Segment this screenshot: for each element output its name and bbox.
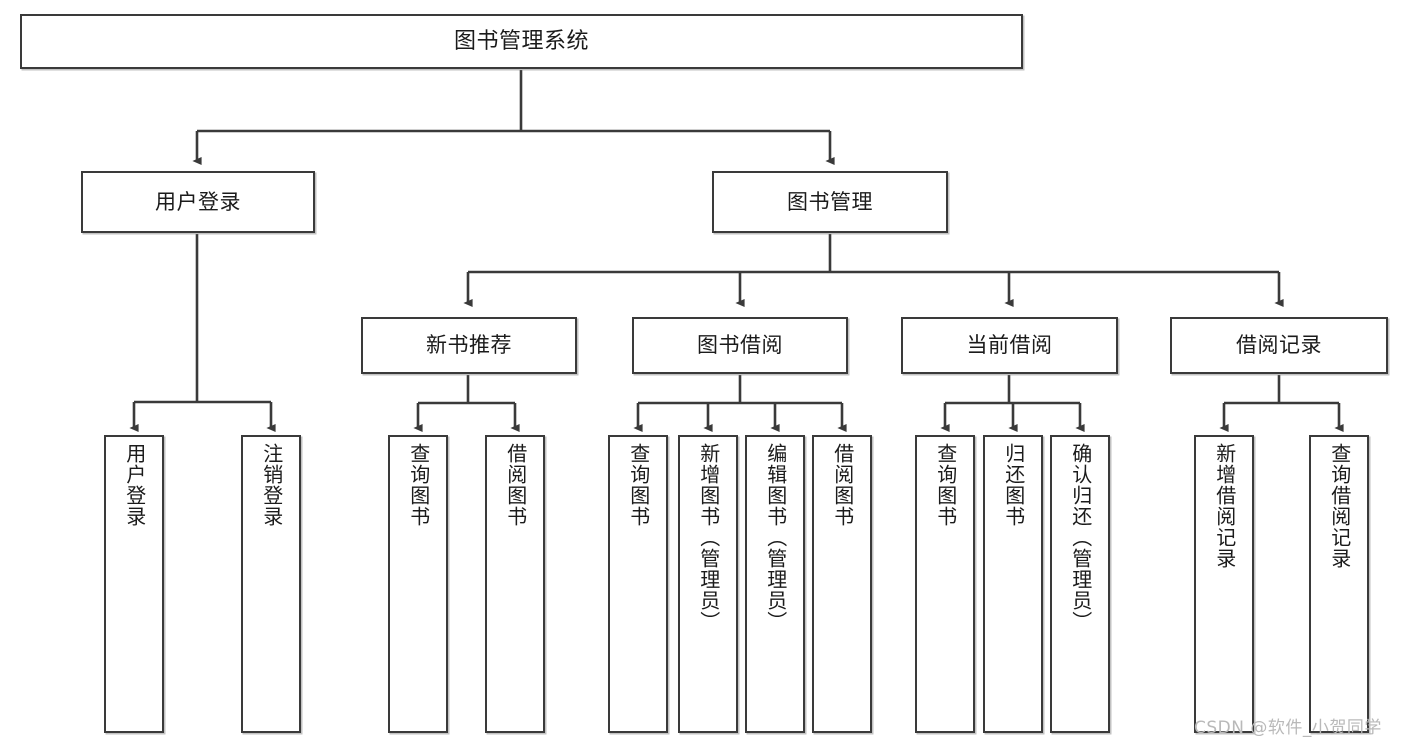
node-label: 归还图书 — [1001, 443, 1026, 527]
node-label: 用户登录 — [122, 443, 147, 527]
leaf-borrow-record-query-record[interactable]: 查询借阅记录 — [1309, 435, 1369, 733]
leaf-borrow-record-add-record[interactable]: 新增借阅记录 — [1194, 435, 1254, 733]
node-root-book-management-system[interactable]: 图书管理系统 — [20, 14, 1023, 69]
node-label: 图书管理 — [787, 189, 873, 214]
node-label: 注销登录 — [259, 443, 284, 527]
node-label: 确认归还（管理员） — [1068, 443, 1093, 632]
leaf-book-borrow-edit-book-admin[interactable]: 编辑图书（管理员） — [745, 435, 805, 733]
leaf-new-book-borrow-book[interactable]: 借阅图书 — [485, 435, 545, 733]
node-label: 借阅图书 — [830, 443, 855, 527]
leaf-book-borrow-add-book-admin[interactable]: 新增图书（管理员） — [678, 435, 738, 733]
node-label: 借阅记录 — [1236, 333, 1322, 358]
node-label: 新增图书（管理员） — [696, 443, 721, 632]
node-label: 查询借阅记录 — [1327, 443, 1352, 569]
node-label: 查询图书 — [406, 443, 431, 527]
leaf-new-book-query-book[interactable]: 查询图书 — [388, 435, 448, 733]
node-label: 用户登录 — [155, 189, 241, 214]
node-label: 编辑图书（管理员） — [763, 443, 788, 632]
leaf-user-login-login[interactable]: 用户登录 — [104, 435, 164, 733]
node-label: 新书推荐 — [426, 333, 512, 358]
node-new-book-recommend[interactable]: 新书推荐 — [361, 317, 577, 374]
node-label: 查询图书 — [933, 443, 958, 527]
leaf-user-login-logout[interactable]: 注销登录 — [241, 435, 301, 733]
node-label: 图书管理系统 — [453, 28, 589, 54]
node-label: 查询图书 — [626, 443, 651, 527]
node-label: 图书借阅 — [697, 333, 783, 358]
csdn-watermark: CSDN @软件_小贺同学 — [1194, 718, 1382, 738]
node-current-borrow[interactable]: 当前借阅 — [901, 317, 1118, 374]
node-label: 借阅图书 — [503, 443, 528, 527]
node-user-login[interactable]: 用户登录 — [81, 171, 315, 233]
node-label: 当前借阅 — [966, 333, 1053, 358]
leaf-book-borrow-query-book[interactable]: 查询图书 — [608, 435, 668, 733]
node-book-management[interactable]: 图书管理 — [712, 171, 948, 233]
node-book-borrow[interactable]: 图书借阅 — [632, 317, 848, 374]
leaf-current-borrow-query-book[interactable]: 查询图书 — [915, 435, 975, 733]
leaf-book-borrow-borrow-book[interactable]: 借阅图书 — [812, 435, 872, 733]
node-borrow-record[interactable]: 借阅记录 — [1170, 317, 1388, 374]
leaf-current-borrow-confirm-return-admin[interactable]: 确认归还（管理员） — [1050, 435, 1110, 733]
node-label: 新增借阅记录 — [1212, 443, 1237, 569]
leaf-current-borrow-return-book[interactable]: 归还图书 — [983, 435, 1043, 733]
